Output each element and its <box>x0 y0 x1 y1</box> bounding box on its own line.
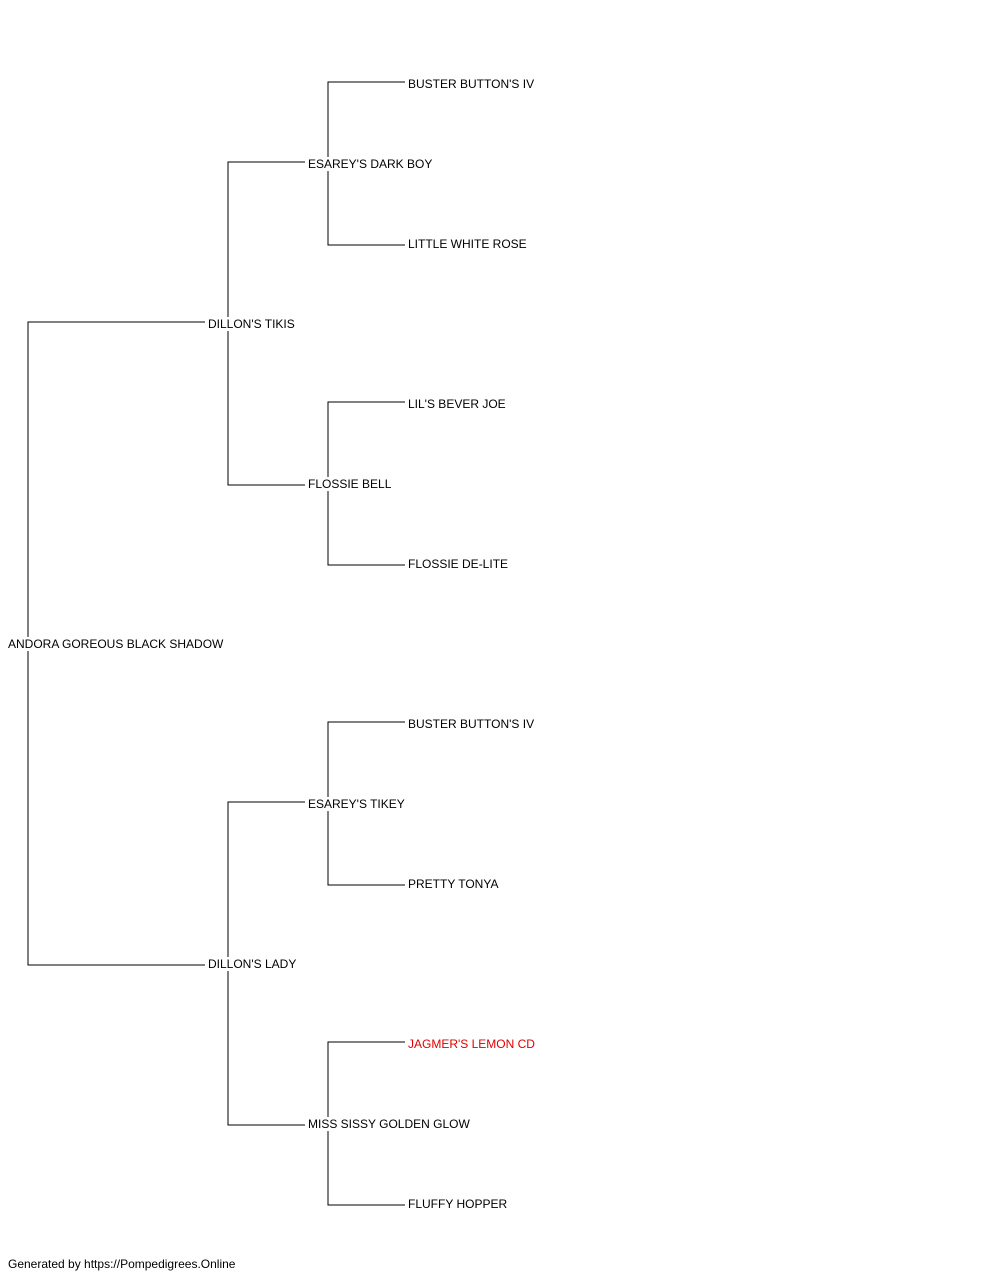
sire-sire-sire-name: BUSTER BUTTON'S IV <box>408 77 537 91</box>
dam-dam-sire-name: JAGMER'S LEMON CD <box>408 1037 537 1051</box>
footer-credit: Generated by https://Pompedigrees.Online <box>8 1257 236 1271</box>
sire-sire-dam-name: LITTLE WHITE ROSE <box>408 237 529 251</box>
dam-name: DILLON'S LADY <box>208 957 299 971</box>
dam-sire-dam-name: PRETTY TONYA <box>408 877 501 891</box>
dam-dam-dam-name: FLUFFY HOPPER <box>408 1197 510 1211</box>
sire-dam-name: FLOSSIE BELL <box>308 477 394 491</box>
sire-sire-name: ESAREY'S DARK BOY <box>308 157 435 171</box>
dam-sire-sire-name: BUSTER BUTTON'S IV <box>408 717 537 731</box>
dam-sire-name: ESAREY'S TIKEY <box>308 797 407 811</box>
sire-dam-dam-name: FLOSSIE DE-LITE <box>408 557 511 571</box>
sire-dam-sire-name: LIL'S BEVER JOE <box>408 397 508 411</box>
subject-name: ANDORA GOREOUS BLACK SHADOW <box>8 637 226 651</box>
dam-dam-name: MISS SISSY GOLDEN GLOW <box>308 1117 472 1131</box>
sire-name: DILLON'S TIKIS <box>208 317 297 331</box>
